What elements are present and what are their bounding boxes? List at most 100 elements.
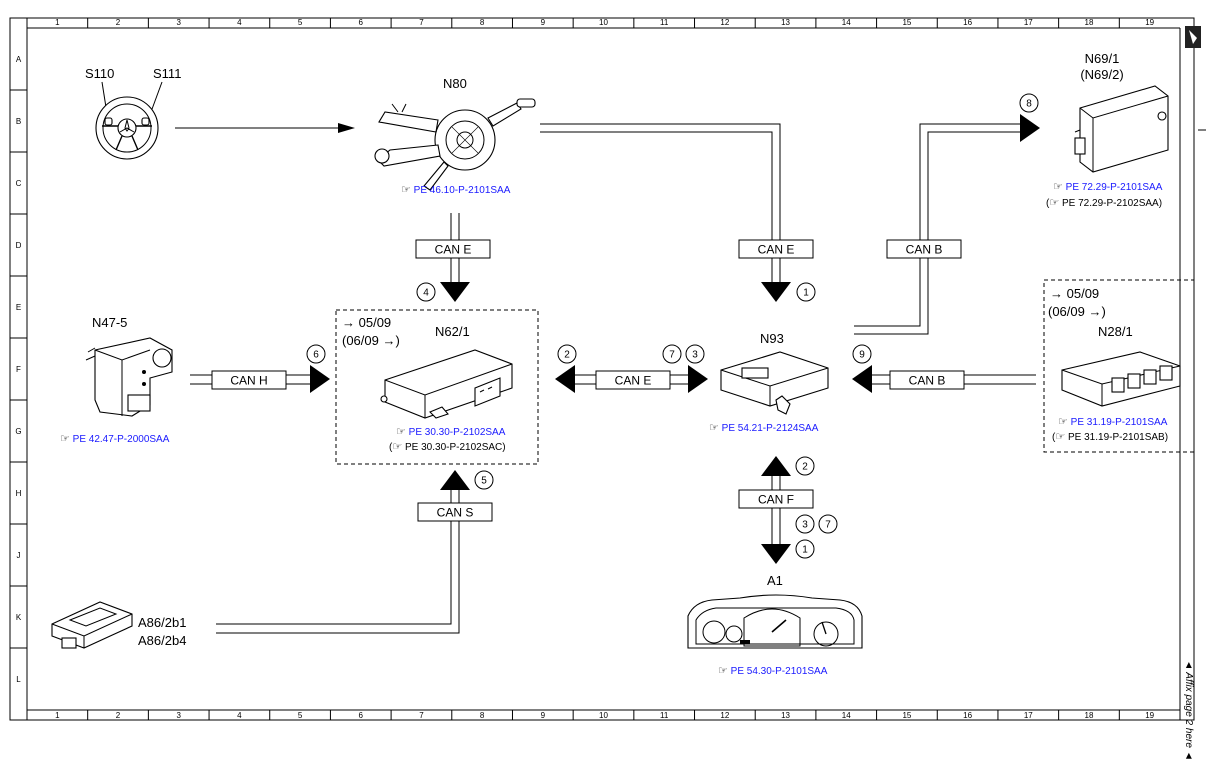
grid-column-label: 11 — [660, 711, 669, 720]
grid-column-label: 19 — [1145, 18, 1154, 27]
grid-row-label: L — [16, 675, 21, 684]
bus-label-can-b-n28: CAN B — [889, 370, 965, 390]
svg-text:☞ PE 54.21-P-2124SAA: ☞ PE 54.21-P-2124SAA — [709, 422, 819, 434]
ref-pointer-icon: ☞ — [1053, 181, 1063, 193]
ref-pointer-icon: ☞ — [1049, 197, 1059, 209]
svg-text:4: 4 — [423, 288, 429, 299]
svg-text:A86/2b4: A86/2b4 — [138, 633, 186, 648]
n93-module: N93 — [720, 331, 829, 415]
ref-pointer-icon: ☞ — [392, 441, 402, 453]
ref-pointer-icon: ☞ — [709, 422, 719, 434]
svg-text:3: 3 — [692, 350, 698, 361]
grid-column-label: 7 — [419, 18, 424, 27]
grid-column-label: 2 — [116, 18, 121, 27]
svg-text:CAN E: CAN E — [758, 243, 795, 257]
n62-refs: ☞ PE 30.30-P-2102SAA (☞ PE 30.30-P-2102S… — [389, 426, 506, 453]
svg-text:2: 2 — [802, 462, 808, 473]
svg-text:☞ PE 42.47-P-2000SAA: ☞ PE 42.47-P-2000SAA — [60, 433, 170, 445]
svg-text:7: 7 — [669, 350, 675, 361]
n80-ref: ☞ PE 46.10-P-2101SAA — [401, 184, 511, 196]
ref-pointer-icon: ☞ — [401, 184, 411, 196]
svg-text:N69/1: N69/1 — [1085, 51, 1120, 66]
grid-column-label: 7 — [419, 711, 424, 720]
grid-column-label: 16 — [963, 18, 972, 27]
grid-column-label: 13 — [781, 18, 790, 27]
grid-column-label: 5 — [298, 711, 303, 720]
n93-a1-connection — [761, 456, 791, 564]
svg-text:(☞ PE 72.29-P-2102SAA): (☞ PE 72.29-P-2102SAA) — [1046, 197, 1162, 209]
ref-pointer-icon: ☞ — [60, 433, 70, 445]
grid-column-label: 15 — [902, 18, 911, 27]
grid-column-label: 15 — [902, 711, 911, 720]
svg-text:CAN E: CAN E — [615, 374, 652, 388]
svg-text:N28/1: N28/1 — [1098, 324, 1133, 339]
n47-5-module: N47-5 — [85, 315, 173, 417]
ref-pointer-icon: ☞ — [1058, 416, 1068, 428]
marker-9: 9 — [852, 344, 872, 364]
marker-7-low: 7 — [818, 514, 838, 534]
bus-label-can-e-mid: CAN E — [595, 370, 671, 390]
n28-dates: → 05/09 (06/09 →) — [1048, 286, 1106, 319]
svg-text:2: 2 — [564, 350, 570, 361]
svg-text:→ 05/09: → 05/09 — [1050, 286, 1099, 301]
marker-7-mid: 7 — [662, 344, 682, 364]
n28-1-module: N28/1 — [1061, 324, 1181, 407]
grid-row-label: E — [16, 303, 21, 312]
grid-column-label: 4 — [237, 18, 242, 27]
n28-refs: ☞ PE 31.19-P-2101SAA (☞ PE 31.19-P-2101S… — [1052, 416, 1168, 443]
grid-column-label: 2 — [116, 711, 121, 720]
svg-text:7: 7 — [825, 520, 831, 531]
grid-column-label: 13 — [781, 711, 790, 720]
affix-note: ◄ Affix page 2 here ◄ — [1183, 660, 1194, 761]
page-tab-icon — [1185, 26, 1201, 48]
grid-row-label: C — [16, 179, 22, 188]
grid-column-label: 4 — [237, 711, 242, 720]
arrow-icon: → — [1089, 304, 1102, 319]
grid-column-label: 11 — [660, 18, 669, 27]
n69-refs: ☞ PE 72.29-P-2101SAA (☞ PE 72.29-P-2102S… — [1046, 181, 1163, 209]
diagram-frame — [9, 17, 1195, 721]
bus-label-can-h: CAN H — [211, 370, 287, 390]
a1-ref: ☞ PE 54.30-P-2101SAA — [718, 665, 828, 677]
grid-row-label: B — [16, 117, 21, 126]
svg-text:☞ PE 72.29-P-2101SAA: ☞ PE 72.29-P-2101SAA — [1053, 181, 1163, 193]
marker-2-mid: 2 — [557, 344, 577, 364]
marker-8: 8 — [1019, 93, 1039, 113]
grid-column-label: 10 — [599, 18, 608, 27]
svg-text:3: 3 — [802, 520, 808, 531]
n69-module: N69/1 (N69/2) — [1074, 51, 1169, 173]
svg-text:N62/1: N62/1 — [435, 324, 470, 339]
grid-row-label: A — [16, 55, 22, 64]
svg-text:CAN S: CAN S — [437, 506, 474, 520]
svg-text:CAN H: CAN H — [230, 374, 267, 388]
grid-row-label: H — [16, 489, 22, 498]
svg-text:(06/09 →): (06/09 →) — [1048, 304, 1106, 319]
marker-1-low: 1 — [795, 539, 815, 559]
svg-text:(06/09 →): (06/09 →) — [342, 333, 400, 348]
grid-column-label: 9 — [541, 18, 546, 27]
grid-column-label: 5 — [298, 18, 303, 27]
marker-3-low: 3 — [795, 514, 815, 534]
bus-label-can-e-n93: CAN E — [738, 239, 814, 259]
grid-column-label: 18 — [1085, 18, 1094, 27]
grid-row-label: K — [16, 613, 22, 622]
grid-column-label: 8 — [480, 18, 485, 27]
svg-text:(N69/2): (N69/2) — [1080, 67, 1123, 82]
grid-row-label: F — [16, 365, 21, 374]
s110-label: S110 — [85, 66, 114, 81]
svg-text:→ 05/09: → 05/09 — [342, 315, 391, 330]
svg-text:8: 8 — [1026, 99, 1032, 110]
svg-text:CAN F: CAN F — [758, 493, 794, 507]
grid-column-label: 14 — [842, 18, 851, 27]
n80-to-n93-connection — [540, 123, 791, 302]
marker-1-top: 1 — [796, 282, 816, 302]
grid-column-label: 18 — [1085, 711, 1094, 720]
svg-text:(☞ PE 31.19-P-2101SAB): (☞ PE 31.19-P-2101SAB) — [1052, 431, 1168, 443]
marker-6: 6 — [306, 344, 326, 364]
n93-to-n69-connection — [854, 114, 1040, 335]
s111-label: S111 — [153, 66, 181, 81]
ref-pointer-icon: ☞ — [396, 426, 406, 438]
grid-row-label: D — [16, 241, 22, 250]
